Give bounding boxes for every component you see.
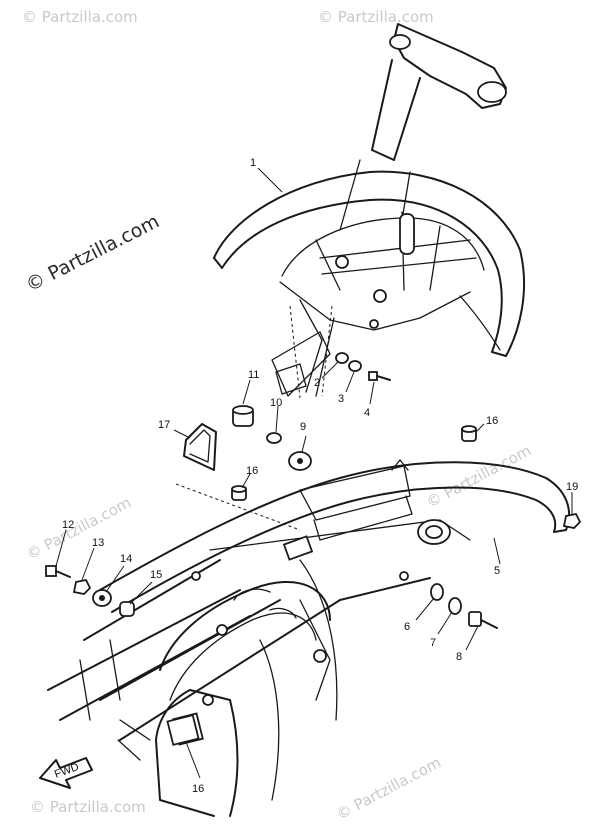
fwd-arrow-icon: FWD: [39, 757, 93, 789]
callout-8: 8: [456, 651, 462, 663]
washer-10: [266, 432, 282, 444]
callout-16-left: 16: [246, 465, 258, 477]
front-fender: [213, 170, 526, 357]
washer-3: [348, 360, 362, 372]
callout-12: 12: [62, 519, 74, 531]
bolt-4: [368, 371, 391, 381]
callout-19: 19: [566, 481, 578, 493]
washer-7: [448, 597, 462, 615]
callout-11: 11: [248, 369, 259, 381]
watermark-text: © Partzilla.com: [333, 753, 444, 823]
watermark-main: © Partzilla.com: [22, 210, 163, 296]
collar-11: [232, 405, 254, 427]
callout-numbers: 1 2 3 4 5 6 7 8 9 10 11 12 13 14 15 16 1…: [62, 157, 578, 795]
nut-13: [72, 578, 92, 595]
callout-5: 5: [494, 565, 500, 577]
callout-3: 3: [338, 393, 344, 405]
nut-19: [562, 512, 582, 529]
callout-16-bottom: 16: [192, 783, 204, 795]
assembly-guide-line: [175, 483, 301, 531]
watermark-text: © Partzilla.com: [23, 493, 134, 563]
damper-9: [288, 451, 312, 471]
reflector-16: [166, 714, 200, 746]
leader-lines: [55, 167, 573, 779]
damper-14: [92, 589, 112, 607]
callout-10: 10: [270, 397, 282, 409]
callout-13: 13: [92, 537, 104, 549]
callout-1: 1: [250, 157, 256, 169]
front-fork-assembly: [271, 23, 507, 397]
watermark-text: © Partzilla.com: [318, 8, 434, 26]
watermark-text: © Partzilla.com: [423, 441, 534, 511]
washer-6: [430, 583, 444, 601]
watermark-text: © Partzilla.com: [30, 798, 146, 816]
callout-16-right: 16: [486, 415, 498, 427]
bolt-12: [45, 565, 71, 578]
rear-fender: [99, 461, 571, 817]
callout-14: 14: [120, 553, 132, 565]
grommet-18-right: [461, 425, 477, 442]
callout-7: 7: [430, 637, 436, 649]
callout-4: 4: [364, 407, 370, 419]
callout-15: 15: [150, 569, 162, 581]
bolt-8: [468, 611, 498, 629]
callout-9: 9: [300, 421, 306, 433]
collar-15: [119, 601, 135, 617]
callout-6: 6: [404, 621, 410, 633]
watermark-text: © Partzilla.com: [22, 8, 138, 26]
rear-frame: [47, 459, 471, 761]
cable-guide-17: [183, 423, 217, 471]
callout-2: 2: [314, 377, 320, 389]
watermark-layer: © Partzilla.com © Partzilla.com © Partzi…: [22, 8, 534, 824]
washer-2: [335, 352, 349, 364]
grommet-18-left: [231, 485, 247, 501]
callout-17: 17: [158, 419, 170, 431]
